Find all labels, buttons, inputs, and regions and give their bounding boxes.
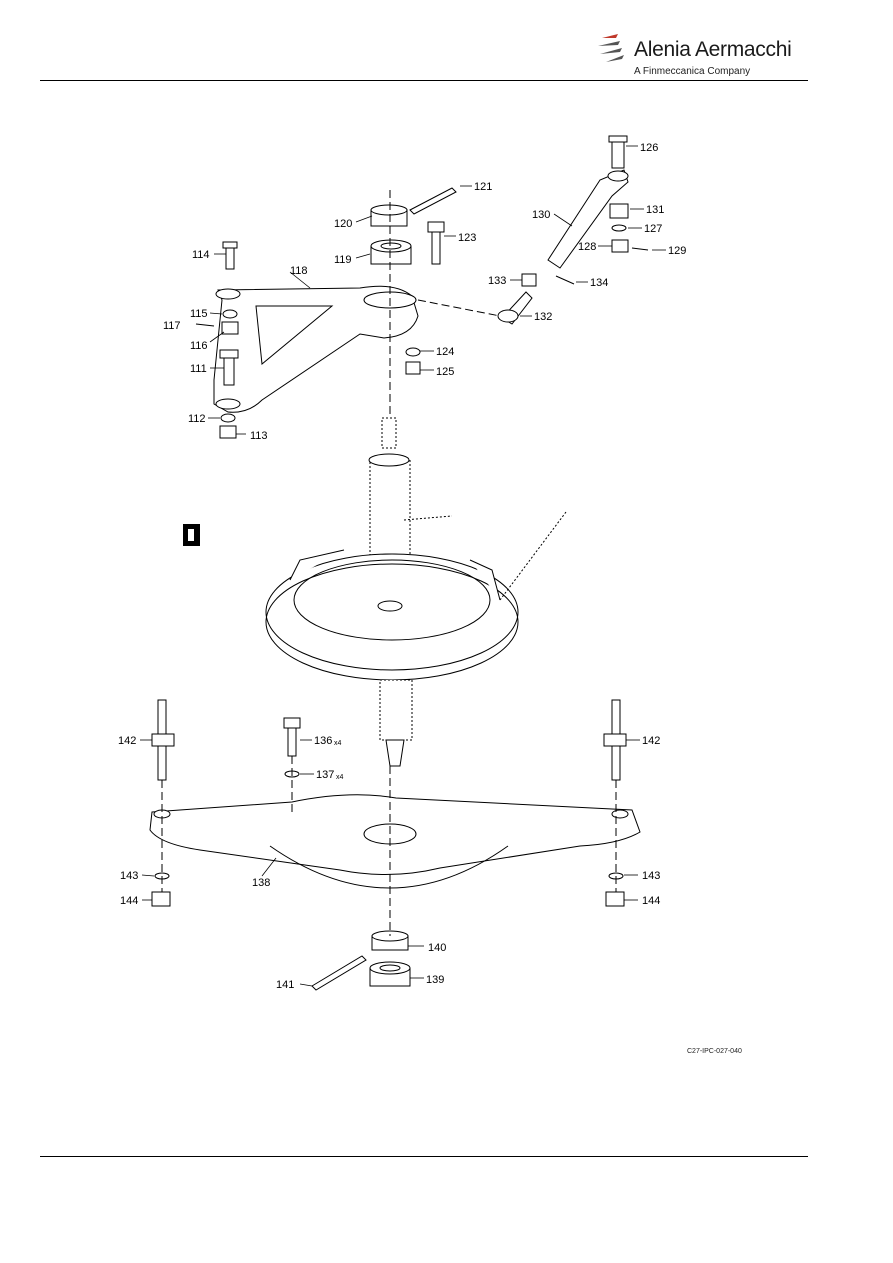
callout-132: 132 — [534, 311, 552, 323]
callout-128: 128 — [578, 241, 596, 253]
centerlines — [161, 190, 617, 936]
footer-rule — [40, 1156, 808, 1157]
callout-136-number: 136 — [314, 735, 332, 747]
callout-133: 133 — [488, 275, 506, 287]
figure-code: C27-IPC-027-040 — [687, 1048, 742, 1055]
callout-126: 126 — [640, 142, 658, 154]
callout-120: 120 — [334, 218, 352, 230]
callout-113: 113 — [250, 430, 268, 442]
upper-arm-118 — [213, 285, 419, 413]
callout-117: 117 — [163, 320, 181, 332]
callout-115: 115 — [190, 308, 208, 320]
callout-143-right: 143 — [642, 870, 660, 882]
callout-138: 138 — [252, 877, 270, 889]
callout-124: 124 — [436, 346, 454, 358]
callout-119: 119 — [334, 254, 352, 266]
callout-125: 125 — [436, 366, 454, 378]
callout-137-number: 137 — [316, 769, 334, 781]
view-marker-icon — [183, 524, 200, 546]
callout-118: 118 — [290, 265, 308, 277]
brand-subtitle: A Finmeccanica Company — [634, 66, 751, 77]
leader-lines — [140, 145, 666, 987]
callout-111: 111 — [190, 363, 207, 375]
callout-121: 121 — [474, 181, 492, 193]
header-rule — [40, 80, 808, 81]
alenia-swoosh-icon — [598, 34, 624, 62]
callout-144-right: 144 — [642, 895, 660, 907]
pushrod-assembly — [497, 135, 649, 325]
callout-140: 140 — [428, 942, 446, 954]
callout-127: 127 — [644, 223, 662, 235]
callout-142-left: 142 — [118, 735, 136, 747]
callout-131: 131 — [646, 204, 664, 216]
callout-142-right: 142 — [642, 735, 660, 747]
callout-136: 136 x4 — [314, 735, 342, 747]
callout-112: 112 — [188, 413, 206, 425]
top-bearing-stack — [370, 187, 457, 375]
central-column — [367, 417, 453, 567]
callout-116: 116 — [190, 340, 208, 352]
callout-144-left: 144 — [120, 895, 138, 907]
callout-114: 114 — [192, 249, 210, 261]
callout-139: 139 — [426, 974, 444, 986]
callout-136-qty: x4 — [334, 740, 342, 747]
callout-141: 141 — [276, 979, 294, 991]
callout-137: 137 x4 — [316, 769, 344, 781]
callout-137-qty: x4 — [336, 774, 344, 781]
callout-123: 123 — [458, 232, 476, 244]
callout-130: 130 — [532, 209, 550, 221]
callout-129: 129 — [668, 245, 686, 257]
company-logo: Alenia Aermacchi A Finmeccanica Company — [596, 24, 796, 80]
bottom-bearing-stack — [311, 930, 411, 991]
callout-143-left: 143 — [120, 870, 138, 882]
lower-arm-138 — [149, 794, 641, 889]
callout-labels: 114 118 115 117 116 111 112 113 120 119 … — [118, 142, 686, 991]
swashplate — [265, 511, 567, 767]
brand-name: Alenia Aermacchi — [634, 38, 792, 61]
callout-134: 134 — [590, 277, 608, 289]
left-hardware — [195, 241, 239, 439]
